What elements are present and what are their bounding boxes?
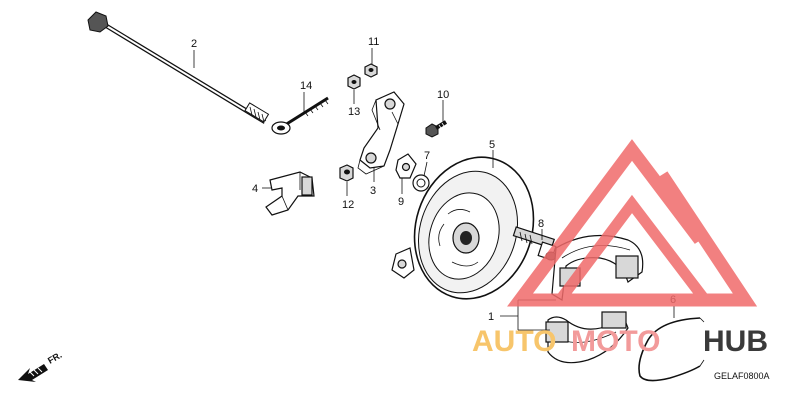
watermark-text: AUTO MOTO HUB — [472, 325, 768, 358]
front-direction-arrow: FR. — [18, 350, 64, 382]
part-nut-13 — [347, 74, 361, 90]
part-bolt-10 — [425, 120, 448, 138]
callout-7: 7 — [424, 150, 430, 162]
callout-5: 5 — [489, 139, 495, 151]
callout-11: 11 — [368, 36, 379, 48]
part-dust-seal — [412, 174, 430, 192]
watermark-word-hub: HUB — [703, 325, 768, 358]
part-axle-rod — [87, 11, 270, 124]
part-indicator-plate — [395, 153, 417, 179]
callout-10: 10 — [437, 89, 449, 101]
part-shoe-spring — [638, 317, 705, 382]
callout-9: 9 — [398, 196, 404, 208]
callout-3: 3 — [370, 185, 376, 197]
leader-lines — [193, 48, 675, 331]
callout-1: 1 — [488, 311, 494, 323]
drawing-code: GELAF0800A — [714, 371, 770, 381]
callout-8: 8 — [538, 218, 544, 230]
direction-label: FR. — [46, 350, 64, 366]
callout-14: 14 — [300, 80, 312, 92]
part-nut-11 — [364, 63, 378, 78]
watermark-word-moto: MOTO — [571, 325, 660, 358]
watermark-triangle-icon — [507, 139, 758, 307]
part-brake-shoe-lower — [545, 311, 629, 364]
watermark-logo — [507, 139, 758, 307]
callout-13: 13 — [348, 106, 360, 118]
watermark-inner-triangle-icon — [555, 194, 710, 304]
callout-4: 4 — [252, 183, 258, 195]
part-brake-arm-clip — [265, 171, 315, 216]
part-nut-12 — [339, 164, 354, 182]
callout-12: 12 — [342, 199, 354, 211]
part-cam-lever — [357, 91, 405, 175]
part-brake-panel — [391, 156, 535, 300]
callout-2: 2 — [191, 38, 197, 50]
part-adjuster-rod — [271, 96, 329, 135]
watermark-word-auto: AUTO — [472, 325, 556, 358]
